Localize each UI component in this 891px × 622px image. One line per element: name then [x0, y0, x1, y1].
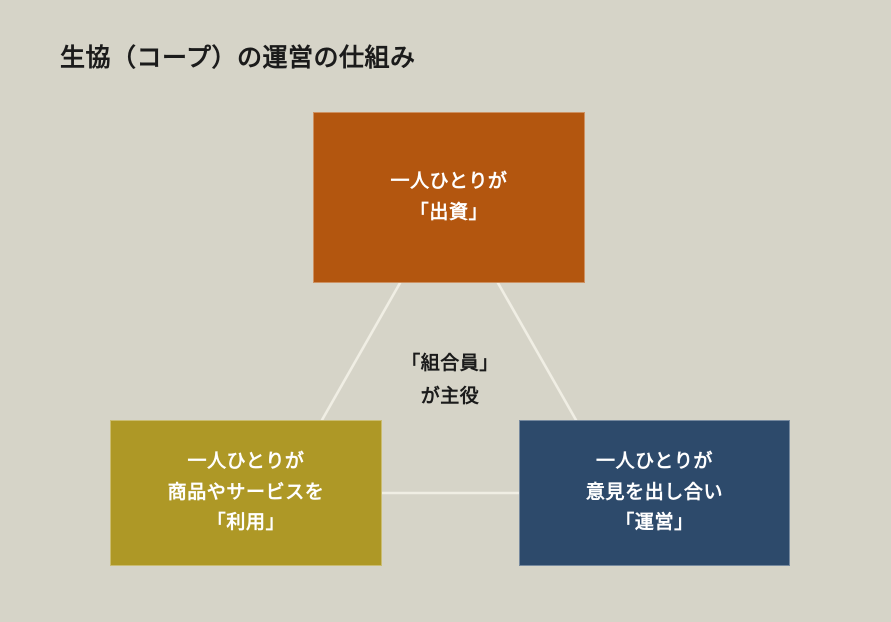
- node-funding-line-2: 「出資」: [409, 201, 489, 223]
- node-box-management: 一人ひとりが 意見を出し合い 「運営」: [519, 420, 790, 566]
- node-box-funding: 一人ひとりが 「出資」: [313, 112, 585, 283]
- node-management-line-1: 一人ひとりが: [595, 450, 714, 472]
- center-caption: 「組合員」 が主役: [372, 348, 528, 413]
- center-caption-line-2: が主役: [420, 385, 480, 407]
- node-usage-line-1: 一人ひとりが: [187, 450, 305, 472]
- node-usage-line-3: 「利用」: [206, 512, 286, 534]
- node-management-line-3: 「運営」: [615, 512, 694, 534]
- node-box-usage: 一人ひとりが 商品やサービスを 「利用」: [110, 420, 382, 566]
- page-title: 生協（コープ）の運営の仕組み: [60, 44, 416, 72]
- node-management-line-2: 意見を出し合い: [585, 481, 724, 503]
- node-usage-line-2: 商品やサービスを: [167, 481, 325, 503]
- node-funding-line-1: 一人ひとりが: [390, 170, 508, 192]
- center-caption-line-1: 「組合員」: [401, 353, 499, 374]
